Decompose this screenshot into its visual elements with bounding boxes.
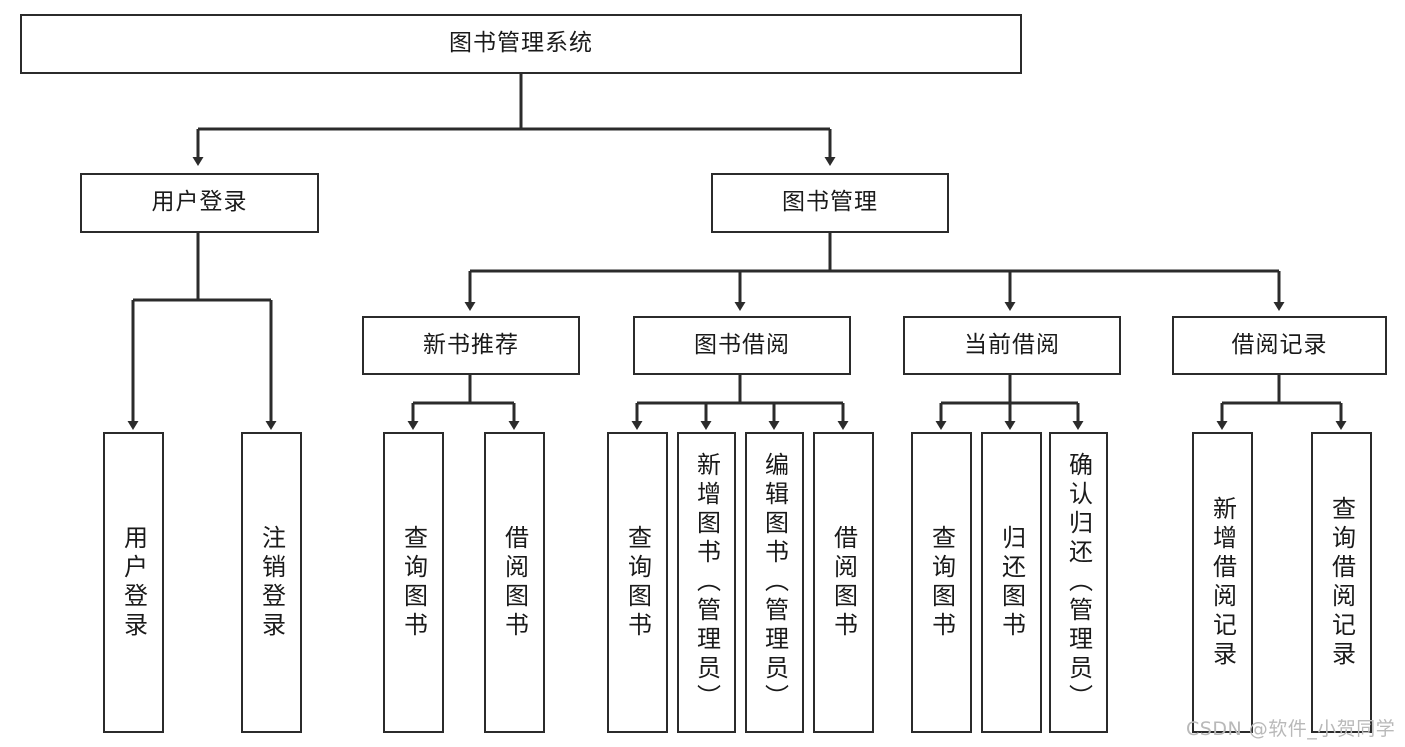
node-book-management-system[interactable]: 图书管理系统 — [20, 14, 1022, 74]
leaf-book-borrow-edit-book-admin[interactable]: 编辑图书（管理员） — [745, 432, 804, 733]
node-label: 查询图书 — [927, 524, 956, 641]
node-label: 确认归还（管理员） — [1064, 452, 1093, 713]
node-label: 借阅记录 — [1231, 331, 1328, 358]
node-label: 归还图书 — [997, 524, 1026, 641]
node-book-borrow[interactable]: 图书借阅 — [633, 316, 851, 375]
node-user-login[interactable]: 用户登录 — [80, 173, 319, 233]
node-label: 图书管理系统 — [449, 30, 593, 57]
leaf-borrow-record-add-record[interactable]: 新增借阅记录 — [1192, 432, 1253, 733]
node-label: 新增借阅记录 — [1208, 495, 1237, 670]
node-label: 查询借阅记录 — [1327, 495, 1356, 670]
node-label: 编辑图书（管理员） — [760, 452, 789, 713]
leaf-user-login-logout[interactable]: 注销登录 — [241, 432, 302, 733]
node-label: 图书管理 — [782, 189, 878, 216]
leaf-new-book-query-book[interactable]: 查询图书 — [383, 432, 444, 733]
node-label: 借阅图书 — [500, 524, 529, 641]
leaf-borrow-record-query-record[interactable]: 查询借阅记录 — [1311, 432, 1372, 733]
node-label: 查询图书 — [623, 524, 652, 641]
leaf-new-book-borrow-book[interactable]: 借阅图书 — [484, 432, 545, 733]
node-book-management[interactable]: 图书管理 — [711, 173, 949, 233]
leaf-book-borrow-add-book-admin[interactable]: 新增图书（管理员） — [677, 432, 736, 733]
node-label: 新书推荐 — [423, 331, 519, 358]
node-label: 用户登录 — [151, 189, 248, 216]
node-label: 查询图书 — [399, 524, 428, 641]
node-borrow-record[interactable]: 借阅记录 — [1172, 316, 1387, 375]
node-label: 借阅图书 — [829, 524, 858, 641]
node-label: 注销登录 — [257, 524, 286, 641]
leaf-user-login-login[interactable]: 用户登录 — [103, 432, 164, 733]
node-label: 用户登录 — [119, 524, 148, 641]
leaf-current-borrow-query-book[interactable]: 查询图书 — [911, 432, 972, 733]
csdn-watermark: CSDN @软件_小贺同学 — [1186, 718, 1396, 740]
node-label: 当前借阅 — [964, 331, 1060, 358]
node-current-borrow[interactable]: 当前借阅 — [903, 316, 1121, 375]
node-new-book-recommend[interactable]: 新书推荐 — [362, 316, 580, 375]
node-label: 新增图书（管理员） — [692, 452, 721, 713]
leaf-book-borrow-borrow-book[interactable]: 借阅图书 — [813, 432, 874, 733]
leaf-current-borrow-confirm-return-admin[interactable]: 确认归还（管理员） — [1049, 432, 1108, 733]
leaf-book-borrow-query-book[interactable]: 查询图书 — [607, 432, 668, 733]
leaf-current-borrow-return-book[interactable]: 归还图书 — [981, 432, 1042, 733]
node-label: 图书借阅 — [694, 331, 790, 358]
